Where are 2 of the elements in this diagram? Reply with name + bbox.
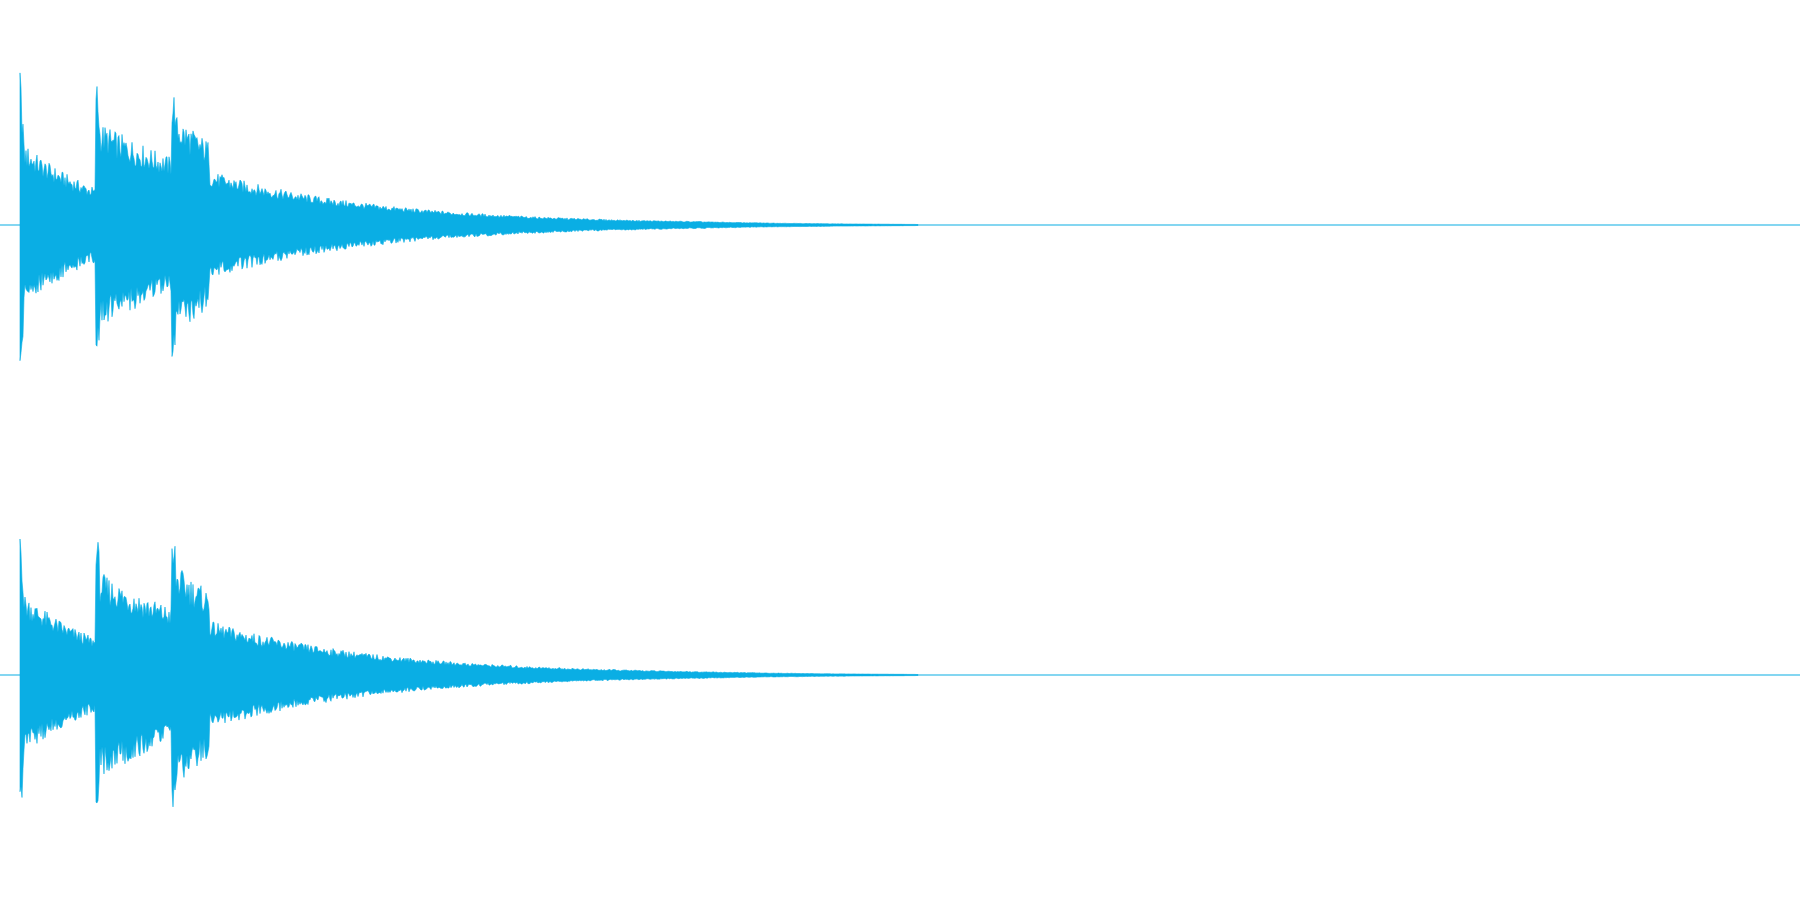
waveform-drawing — [0, 538, 1800, 808]
waveform-drawing — [0, 72, 1800, 361]
